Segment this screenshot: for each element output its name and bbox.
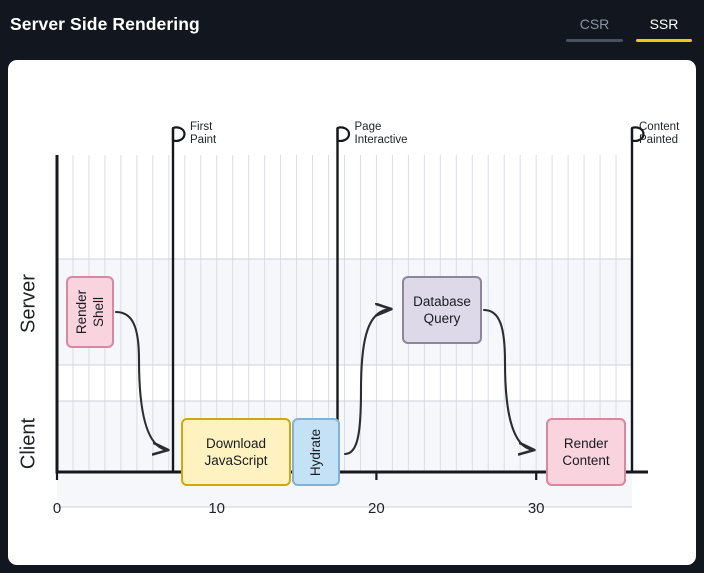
lane-label-server: Server: [17, 274, 40, 333]
xtick-10: 10: [208, 500, 226, 517]
milestone-label-content-painted-line1: Content: [639, 121, 680, 133]
task-hydrate-label: Hydrate: [308, 428, 324, 476]
milestone-label-content-painted: Content Painted: [639, 121, 679, 146]
tab-ssr-label: SSR: [649, 16, 679, 32]
milestone-first-paint: [171, 126, 186, 472]
xtick-0: 0: [52, 500, 62, 517]
tab-csr[interactable]: CSR: [566, 16, 623, 42]
arrow-query-to-render: [482, 308, 534, 450]
task-database-query[interactable]: Database Query: [402, 276, 482, 344]
task-download-javascript-line2: JavaScript: [204, 453, 268, 468]
milestone-label-page-interactive: Page Interactive: [355, 121, 408, 146]
milestone-label-first-paint: First Paint: [190, 121, 216, 146]
milestone-markers: [171, 126, 645, 472]
arrow-shell-to-download: [114, 310, 168, 450]
task-database-query-label: Database Query: [413, 293, 471, 327]
task-download-javascript-line1: Download: [205, 436, 267, 451]
task-render-content-line2: Content: [562, 453, 610, 468]
task-render-shell-label: Render Shell: [73, 290, 107, 334]
tab-csr-label: CSR: [579, 16, 610, 32]
milestone-label-first-paint-line1: First: [190, 121, 213, 133]
xtick-20: 20: [368, 500, 385, 517]
task-render-shell-line1: Render: [74, 289, 89, 335]
xtick-30: 30: [527, 500, 545, 517]
grid-horizontal: [57, 258, 632, 508]
page-title: Server Side Rendering: [10, 14, 200, 34]
task-render-shell[interactable]: Render Shell: [66, 276, 114, 348]
milestone-label-first-paint-line2: Paint: [190, 133, 217, 146]
arrow-hydrate-to-query: [343, 309, 391, 456]
connector-arrows: [114, 308, 534, 456]
milestone-label-content-painted-line2: Painted: [639, 133, 679, 146]
task-database-query-line1: Database: [413, 294, 471, 309]
app-header: Server Side Rendering CSR SSR: [0, 0, 704, 54]
lane-label-client: Client: [17, 417, 40, 470]
timeline-chart: Server Client 0 10 20 30 First Paint Pag…: [8, 60, 696, 565]
task-hydrate[interactable]: Hydrate: [292, 418, 340, 486]
milestone-label-page-interactive-line1: Page: [354, 121, 382, 133]
milestone-content-painted: [630, 126, 645, 472]
tab-ssr[interactable]: SSR: [636, 16, 692, 42]
milestone-label-page-interactive-line2: Interactive: [354, 133, 408, 146]
task-download-javascript-label: Download JavaScript: [204, 435, 267, 469]
task-render-content[interactable]: Render Content: [546, 418, 626, 486]
task-render-shell-line2: Shell: [91, 296, 106, 328]
milestone-page-interactive: [336, 126, 351, 472]
chart-card: Server Client 0 10 20 30 First Paint Pag…: [8, 60, 696, 565]
tab-ssr-underline: [636, 39, 692, 42]
tab-csr-underline: [566, 39, 623, 42]
task-render-content-label: Render Content: [562, 435, 609, 469]
task-database-query-line2: Query: [423, 311, 461, 326]
task-download-javascript[interactable]: Download JavaScript: [181, 418, 291, 486]
task-render-content-line1: Render: [563, 436, 609, 451]
